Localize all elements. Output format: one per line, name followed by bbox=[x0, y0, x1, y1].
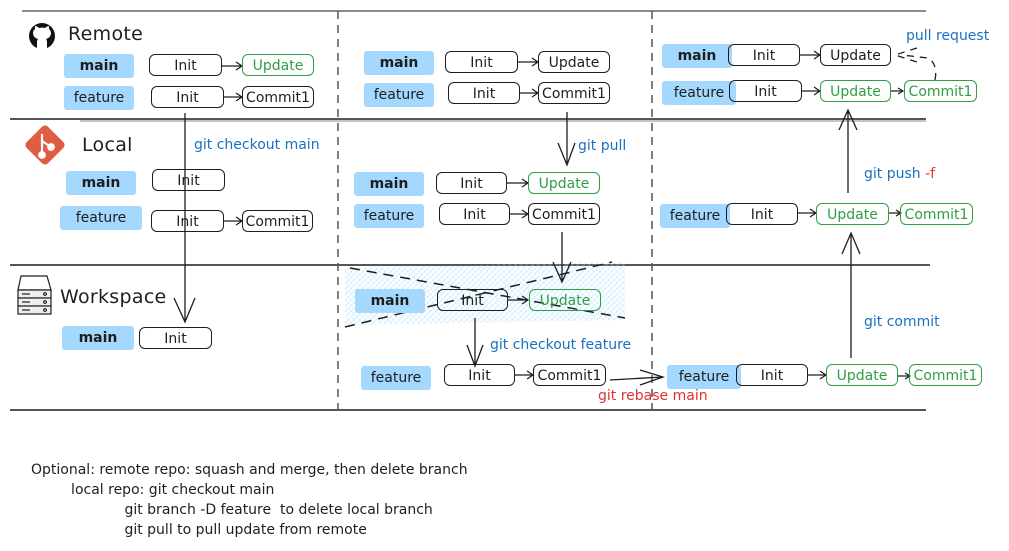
arrow bbox=[222, 61, 244, 71]
arrow bbox=[802, 86, 822, 96]
commit-node-new: Commit1 bbox=[904, 80, 977, 102]
branch-label-feature: feature bbox=[660, 204, 730, 228]
branch-label-main: main bbox=[355, 289, 425, 313]
branch-label-main: main bbox=[64, 54, 134, 78]
arrow bbox=[510, 209, 530, 219]
commit-node: Init bbox=[149, 54, 222, 76]
commit-node: Init bbox=[151, 210, 224, 232]
arrow bbox=[898, 372, 912, 380]
arrow bbox=[508, 295, 530, 305]
notes-line-4: git pull to pull update from remote bbox=[31, 522, 367, 538]
arrow bbox=[518, 57, 540, 67]
arrow-git-push bbox=[838, 108, 858, 193]
arrow-pull-to-workspace bbox=[552, 232, 572, 284]
server-icon bbox=[17, 275, 52, 315]
arrow bbox=[224, 92, 244, 102]
commit-node: Init bbox=[728, 44, 800, 66]
branch-label-feature: feature bbox=[361, 366, 431, 390]
commit-node-crossed: Init bbox=[437, 289, 508, 311]
column-dividers bbox=[337, 11, 653, 410]
commit-node: Init bbox=[439, 203, 510, 225]
arrow-git-commit bbox=[841, 231, 861, 358]
commit-node: Init bbox=[729, 80, 802, 102]
command-git-commit: git commit bbox=[864, 314, 940, 330]
cross-line-1 bbox=[349, 267, 626, 319]
arrow-rebase bbox=[609, 369, 666, 386]
commit-node: Update bbox=[538, 51, 610, 73]
arrow bbox=[800, 50, 822, 60]
commit-node: Commit1 bbox=[528, 203, 600, 225]
commit-node-new: Update bbox=[242, 54, 314, 76]
command-git-pull: git pull bbox=[578, 138, 627, 154]
commit-node: Init bbox=[736, 364, 808, 386]
arrow-pull-request bbox=[892, 47, 937, 81]
section-title-remote: Remote bbox=[68, 23, 144, 45]
section-title-local: Local bbox=[82, 134, 133, 156]
branch-label-feature: feature bbox=[662, 81, 736, 105]
arrow-checkout-main bbox=[173, 113, 196, 324]
github-icon bbox=[29, 23, 55, 49]
arrow bbox=[515, 370, 535, 380]
arrow bbox=[224, 216, 244, 226]
command-git-checkout-feature: git checkout feature bbox=[490, 337, 632, 353]
flow-arrows bbox=[173, 47, 937, 386]
arrow bbox=[507, 178, 530, 188]
branch-label-feature: feature bbox=[667, 365, 741, 389]
commit-node-new: Update bbox=[528, 172, 600, 194]
branch-label-feature: feature bbox=[354, 204, 424, 228]
notes-line-2: local repo: git checkout main bbox=[31, 482, 275, 498]
commit-node: Init bbox=[436, 172, 507, 194]
arrow bbox=[520, 88, 540, 98]
branch-label-feature: feature bbox=[364, 83, 434, 107]
commit-node: Commit1 bbox=[533, 364, 606, 386]
arrow bbox=[798, 208, 818, 218]
command-git-push: git push -f bbox=[864, 166, 935, 182]
section-separators bbox=[10, 10, 930, 411]
branch-label-main: main bbox=[364, 51, 434, 75]
arrow bbox=[891, 87, 905, 95]
commit-node: Init bbox=[726, 203, 798, 225]
arrow-checkout-feature bbox=[466, 318, 484, 368]
arrow bbox=[889, 209, 903, 217]
notes-line-1: Optional: remote repo: squash and merge,… bbox=[31, 462, 468, 478]
commit-node: Init bbox=[152, 169, 225, 191]
notes-line-3: git branch -D feature to delete local br… bbox=[31, 502, 433, 518]
arrow-git-pull bbox=[557, 112, 576, 167]
commit-node: Init bbox=[139, 327, 212, 349]
commit-node: Commit1 bbox=[242, 210, 313, 232]
branch-label-main: main bbox=[662, 44, 732, 68]
commit-node-new: Update bbox=[820, 80, 891, 102]
commit-node: Commit1 bbox=[242, 86, 314, 108]
command-pull-request: pull request bbox=[906, 28, 990, 44]
cross-line-2 bbox=[344, 261, 613, 328]
command-git-push-text: git push bbox=[864, 166, 921, 182]
commit-node: Init bbox=[444, 364, 515, 386]
branch-label-main: main bbox=[66, 171, 136, 195]
commit-node: Init bbox=[448, 82, 520, 104]
command-git-checkout-main: git checkout main bbox=[194, 137, 320, 153]
commit-node: Update bbox=[820, 44, 891, 66]
command-git-rebase-main: git rebase main bbox=[598, 388, 708, 404]
section-title-workspace: Workspace bbox=[60, 286, 167, 308]
commit-node-new: Update bbox=[826, 364, 898, 386]
commit-node-new: Update bbox=[816, 203, 889, 225]
commit-node: Init bbox=[445, 51, 518, 73]
git-icon bbox=[25, 125, 65, 165]
branch-label-feature: feature bbox=[64, 86, 134, 110]
commit-node-new: Update bbox=[529, 289, 601, 311]
commit-node-new: Commit1 bbox=[900, 203, 973, 225]
command-force-flag: -f bbox=[925, 166, 936, 182]
branch-label-feature: feature bbox=[60, 206, 142, 230]
arrow bbox=[808, 370, 828, 380]
commit-node: Commit1 bbox=[538, 82, 610, 104]
commit-node-new: Commit1 bbox=[909, 364, 982, 386]
branch-label-main: main bbox=[354, 172, 424, 196]
branch-label-main: main bbox=[62, 326, 134, 350]
commit-node: Init bbox=[151, 86, 224, 108]
